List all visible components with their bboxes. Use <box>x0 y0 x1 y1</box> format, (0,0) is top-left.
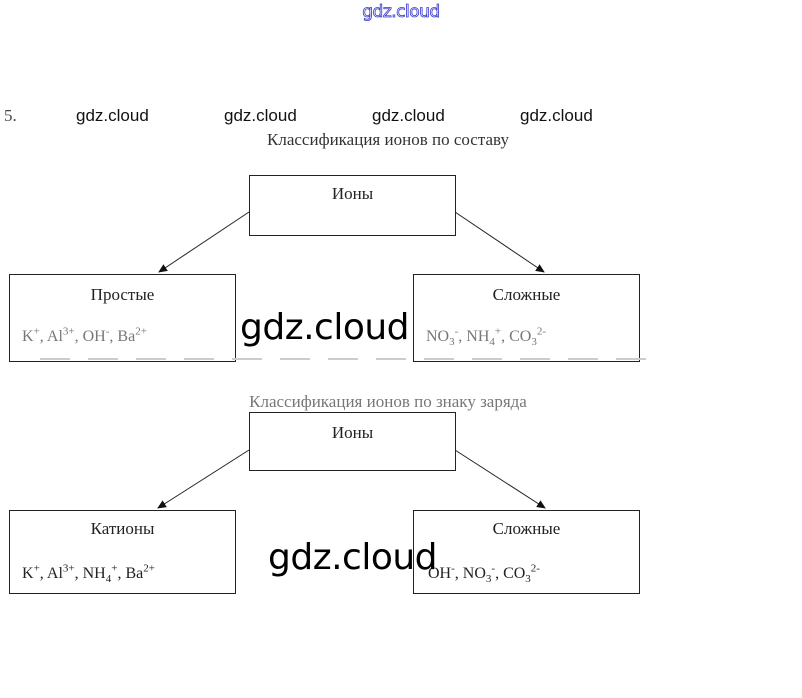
ion-base: OH <box>428 565 452 582</box>
arrow-d2-right <box>454 449 546 509</box>
ion-charge: + <box>494 325 502 338</box>
watermark-diagram2: gdz.cloud <box>268 537 438 578</box>
ion-subscript: 4 <box>489 336 495 349</box>
ion-charge: 3+ <box>62 325 75 338</box>
ion-formula: K+ <box>22 562 40 582</box>
ion-formula: Ba2+ <box>117 325 147 345</box>
ion-base: Al <box>46 328 63 345</box>
separator: , <box>74 565 83 582</box>
watermark-diagram1: gdz.cloud <box>240 307 410 348</box>
ion-subscript: 3 <box>449 336 455 349</box>
ion-charge: - <box>454 325 459 338</box>
ion-base: NO <box>462 565 486 582</box>
ion-formula: CO32- <box>509 325 547 349</box>
diagram1-right-box: Сложные NO3-, NH4+, CO32- <box>413 274 640 362</box>
diagram2-right-box: Сложные OH-, NO3-, CO32- <box>413 510 640 594</box>
ion-formula: NH4+ <box>466 325 502 349</box>
watermark-row-1: gdz.cloud <box>76 106 149 125</box>
ion-base: NH <box>466 328 490 345</box>
ion-formula: Ba2+ <box>125 562 155 582</box>
separator: , <box>39 565 47 582</box>
diagram2-root-box: Ионы <box>249 412 456 471</box>
ion-base: OH <box>82 328 106 345</box>
separator: , <box>495 565 504 582</box>
ion-formula: NH4+ <box>82 562 118 586</box>
ion-charge: 3+ <box>62 562 75 575</box>
watermark-row-3: gdz.cloud <box>372 106 445 125</box>
ion-base: K <box>22 328 34 345</box>
ion-subscript: 3 <box>531 336 537 349</box>
diagram1-right-label: Сложные <box>492 285 561 304</box>
ion-formula: NO3- <box>462 562 496 586</box>
arrow-d1-left <box>158 211 250 273</box>
ion-base: CO <box>503 565 526 582</box>
arrow-d1-right <box>454 211 545 273</box>
separator: , <box>117 565 126 582</box>
ion-charge: + <box>33 325 40 338</box>
ion-formula: Al3+ <box>46 325 75 345</box>
diagram1-left-label: Простые <box>90 285 155 304</box>
ion-subscript: 3 <box>485 573 492 586</box>
ion-base: NH <box>82 565 106 582</box>
ion-base: Al <box>46 565 63 582</box>
ion-base: Ba <box>125 565 144 582</box>
diagram2-root-label: Ионы <box>331 423 374 442</box>
ion-formula: NO3- <box>426 325 459 349</box>
ion-formula: Al3+ <box>46 562 75 582</box>
watermark-row-2: gdz.cloud <box>224 106 297 125</box>
diagram2-left-label: Катионы <box>90 519 155 538</box>
ion-formula: OH- <box>428 562 455 582</box>
ion-charge: - <box>491 562 496 575</box>
diagram2-right-label: Сложные <box>492 519 561 538</box>
ion-charge: 2+ <box>135 325 147 338</box>
ion-formula: K+ <box>22 325 40 345</box>
diagram1-right-ions: NO3-, NH4+, CO32- <box>426 325 547 349</box>
ion-subscript: 4 <box>105 573 112 586</box>
ion-charge: - <box>451 562 455 575</box>
watermark-row-4: gdz.cloud <box>520 106 593 125</box>
watermark-top: gdz.cloud <box>362 2 441 23</box>
separator: , <box>454 565 463 582</box>
arrow-d2-left <box>157 449 250 509</box>
separator: , <box>74 328 83 345</box>
ion-charge: + <box>33 562 40 575</box>
diagram2-left-ions: K+, Al3+, NH4+, Ba2+ <box>22 562 155 586</box>
scan-noise <box>40 358 660 360</box>
ion-charge: - <box>105 325 110 338</box>
diagram2-right-ions: OH-, NO3-, CO32- <box>428 562 540 586</box>
ion-formula: CO32- <box>503 562 540 586</box>
ion-charge: 2+ <box>143 562 155 575</box>
diagram1-root-box: Ионы <box>249 175 456 236</box>
diagram1-left-box: Простые K+, Al3+, OH-, Ba2+ <box>9 274 236 362</box>
task-number: 5. <box>4 106 17 125</box>
separator: , <box>501 328 510 345</box>
ion-charge: + <box>111 562 118 575</box>
ion-base: NO <box>426 328 450 345</box>
separator: , <box>458 328 467 345</box>
ion-base: K <box>22 565 34 582</box>
diagram2-title: Классификация ионов по знаку заряда <box>249 392 527 411</box>
ion-charge: 2- <box>530 562 540 575</box>
ion-base: CO <box>509 328 532 345</box>
separator: , <box>39 328 47 345</box>
diagram1-title: Классификация ионов по составу <box>267 130 509 149</box>
ion-charge: 2- <box>536 325 547 338</box>
ion-subscript: 3 <box>525 573 531 586</box>
diagram1-left-ions: K+, Al3+, OH-, Ba2+ <box>22 325 147 347</box>
ion-base: Ba <box>117 328 136 345</box>
ion-formula: OH- <box>82 325 110 345</box>
diagram1-root-label: Ионы <box>331 184 374 203</box>
separator: , <box>109 328 118 345</box>
diagram2-left-box: Катионы K+, Al3+, NH4+, Ba2+ <box>9 510 236 594</box>
